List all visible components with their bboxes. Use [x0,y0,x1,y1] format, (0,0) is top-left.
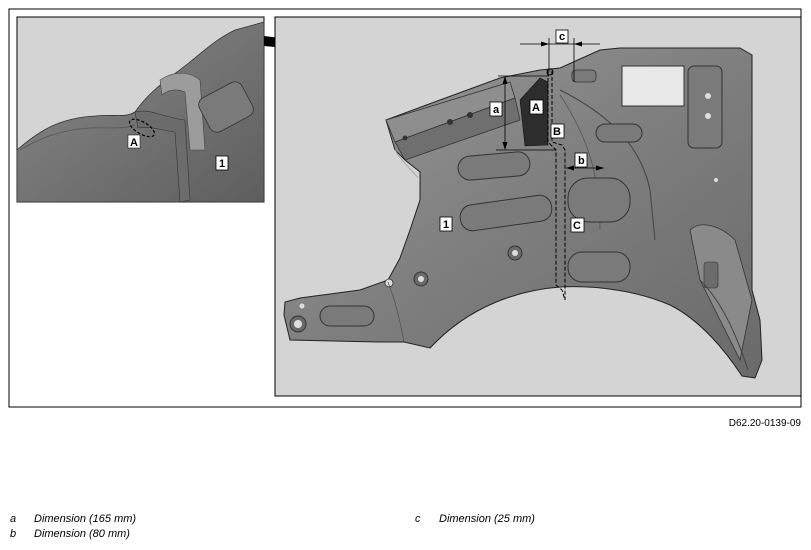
legend-item-a: a Dimension (165 mm) [10,513,136,525]
label-dim-a: a [493,104,500,116]
label-point-a: A [532,102,540,114]
legend-item-b: b Dimension (80 mm) [10,528,130,540]
inset-label-part: 1 [219,158,225,170]
legend-key-c: c [415,513,421,525]
label-dim-c: c [559,31,565,43]
repair-diagram: A 1 [8,8,802,408]
cut-line [547,71,566,301]
legend-text-b: Dimension (80 mm) [34,528,130,540]
legend-item-c: c Dimension (25 mm) [415,513,535,525]
legend-text-c: Dimension (25 mm) [439,513,535,525]
inset-label-a: A [130,137,138,149]
label-part-number: 1 [443,219,449,231]
label-point-c: C [573,220,581,232]
label-point-b: B [553,126,561,138]
legend-key-a: a [10,513,17,525]
detail-inset: A 1 [16,16,265,203]
main-view: c a A B b C 1 [274,16,802,397]
legend-key-b: b [10,528,17,540]
figure-code: D62.20-0139-09 [728,418,801,429]
label-dim-b: b [578,155,585,167]
legend-text-a: Dimension (165 mm) [34,513,137,525]
inset-point-a-marker [128,118,156,138]
